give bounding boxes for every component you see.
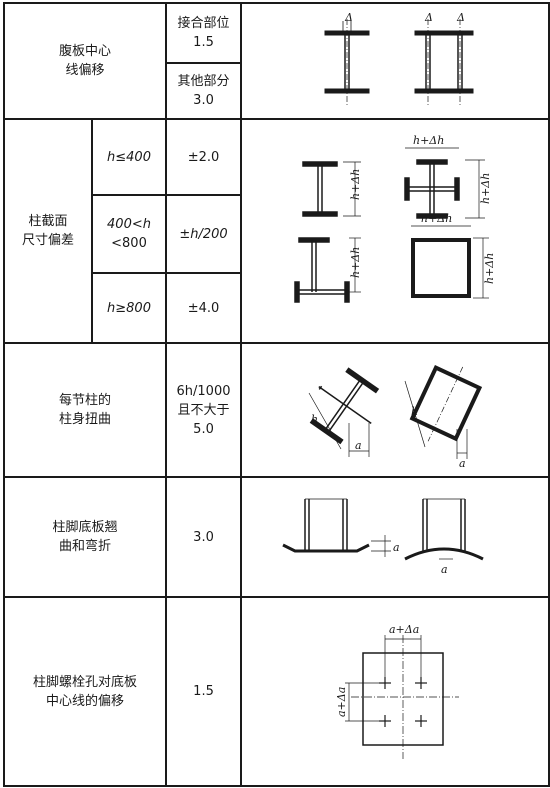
a-da-label: a+Δa [335, 687, 348, 717]
item-line: 每节柱的 [59, 393, 112, 408]
value-text: 5.0 [193, 421, 214, 437]
a-label: a [355, 439, 362, 452]
cond-mid: 400<h <800 [90, 194, 168, 274]
item-line: 尺寸偏差 [21, 233, 74, 248]
item-web-offset: 腹板中心 线偏移 [2, 2, 168, 120]
bolt-offset-figure: a+Δa a+Δa [335, 623, 460, 759]
h-dh-label: h+Δh [349, 247, 362, 278]
item-twist: 每节柱的 柱身扭曲 [2, 342, 168, 478]
h-label: h [411, 405, 418, 418]
h-dh-label: h+Δh [349, 169, 362, 200]
value-mid: ±h/200 [165, 194, 243, 274]
twist-figure: h a h a [308, 365, 483, 470]
cond-small: h≤400 [90, 118, 168, 196]
h-dh-label: h+Δh [421, 212, 452, 225]
item-base-warp: 柱脚底板翘 曲和弯折 [2, 476, 168, 598]
item-line: 中心线的偏移 [46, 693, 125, 709]
figure-base-warp: a a [240, 476, 550, 598]
figure-twist: h a h a [240, 342, 550, 478]
section-figure: h+Δh h+Δh h+Δh h+Δh h+Δh h+Δh [294, 134, 496, 303]
value-joint: 接合部位 1.5 [165, 2, 243, 64]
item-line: 柱截面 [28, 214, 68, 229]
cond-text: h≤400 [107, 149, 151, 165]
a-da-label: a+Δa [389, 623, 419, 636]
cond-large: h≥800 [90, 272, 168, 344]
value-text: ±4.0 [187, 300, 220, 316]
value-other: 其他部分 3.0 [165, 62, 243, 120]
h-dh-label: h+Δh [413, 134, 444, 147]
item-section: 柱截面 尺寸偏差 [3, 118, 93, 344]
item-line: 柱脚底板翘 [52, 520, 118, 535]
item-line: 柱身扭曲 [59, 412, 112, 427]
other-value: 3.0 [193, 93, 214, 108]
a-label: a [459, 457, 466, 470]
delta-label: Δ [424, 11, 433, 24]
joint-label: 接合部位 [177, 16, 230, 31]
item-line: 腹板中心 [59, 44, 112, 59]
h-dh-label: h+Δh [479, 173, 492, 204]
value-base-warp: 3.0 [165, 476, 243, 598]
value-text: 且不大于 [177, 402, 230, 418]
value-text: 6h/1000 [176, 383, 231, 399]
other-label: 其他部分 [177, 74, 230, 89]
a-label: a [393, 541, 400, 554]
value-text: 1.5 [193, 684, 214, 699]
value-twist: 6h/1000 且不大于 5.0 [165, 342, 243, 478]
item-line: 曲和弯折 [59, 539, 112, 554]
base-warp-figure: a a [282, 498, 484, 576]
h-dh-label: h+Δh [483, 253, 496, 284]
a-label: a [441, 563, 448, 576]
value-text: ±2.0 [187, 149, 220, 165]
figure-bolt-offset: a+Δa a+Δa [240, 596, 550, 787]
value-small: ±2.0 [165, 118, 243, 196]
item-bolt-offset: 柱脚螺栓孔对底板 中心线的偏移 [2, 596, 168, 787]
item-line: 柱脚螺栓孔对底板 [33, 674, 138, 690]
joint-value: 1.5 [193, 35, 214, 50]
cond-text: 400<h [107, 217, 151, 232]
value-large: ±4.0 [165, 272, 243, 344]
cond-text: <800 [111, 236, 147, 251]
value-bolt-offset: 1.5 [165, 596, 243, 787]
figure-web-offset: Δ Δ Δ [240, 2, 550, 120]
cond-text: h≥800 [107, 300, 151, 316]
delta-label: Δ [456, 11, 465, 24]
value-text: ±h/200 [179, 226, 228, 242]
delta-label: Δ [344, 11, 353, 24]
figure-section: h+Δh h+Δh h+Δh h+Δh h+Δh h+Δh [240, 118, 550, 344]
value-text: 3.0 [193, 529, 214, 545]
web-offset-figure: Δ Δ Δ [324, 11, 474, 105]
h-label: h [311, 413, 318, 426]
item-line: 线偏移 [65, 63, 105, 78]
